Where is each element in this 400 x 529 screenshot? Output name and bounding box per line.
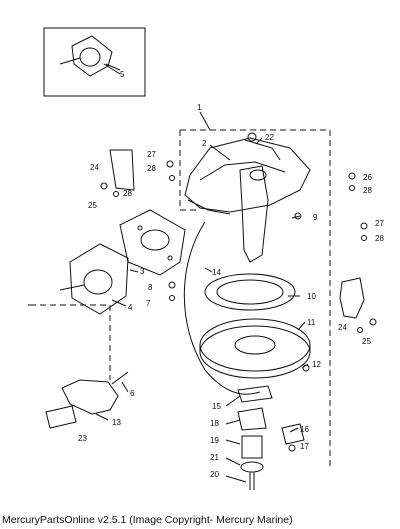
pulley-ring	[204, 273, 296, 311]
callout-1: 1	[197, 103, 202, 112]
callout-17: 17	[300, 442, 309, 451]
callout-28-right-b: 28	[375, 234, 384, 243]
callout-4: 4	[128, 303, 133, 312]
callout-15: 15	[212, 402, 221, 411]
handle-grip	[45, 405, 77, 429]
callout-9: 9	[313, 213, 318, 222]
callout-28-top: 28	[147, 164, 156, 173]
plate-16	[281, 423, 305, 445]
callout-5: 5	[120, 70, 125, 79]
hub-stack	[240, 435, 264, 490]
callout-24-left: 24	[90, 163, 99, 172]
assembly-outline	[28, 129, 331, 470]
parts-diagram: 1 2 3 4 5 6 7 8 9 10 11 12 13 14 15 16 1…	[28, 27, 384, 490]
callout-27-right: 27	[375, 219, 384, 228]
callout-3: 3	[140, 267, 145, 276]
retainer-clip	[237, 385, 273, 403]
callout-14: 14	[212, 268, 221, 277]
callout-11: 11	[307, 318, 316, 327]
callout-23: 23	[78, 434, 87, 443]
callout-26: 26	[363, 173, 372, 182]
callout-27-top: 27	[147, 150, 156, 159]
callout-7: 7	[146, 299, 151, 308]
callout-20: 20	[210, 470, 219, 479]
starter-housing	[184, 137, 311, 263]
callout-18: 18	[210, 419, 219, 428]
spring-pulley	[199, 318, 311, 379]
callout-28-left: 28	[123, 189, 132, 198]
interlock-bracket	[119, 209, 186, 276]
cover-plate	[59, 243, 129, 315]
inset-part-icon	[59, 35, 121, 77]
leader-lines	[95, 63, 309, 483]
inset-box	[43, 27, 146, 97]
callout-12: 12	[312, 360, 321, 369]
callout-19: 19	[210, 436, 219, 445]
bracket-24-left	[109, 149, 135, 191]
image-caption: MercuryPartsOnline v2.5.1 (Image Copyrig…	[2, 514, 293, 526]
starter-cable	[183, 221, 261, 395]
starter-handle	[61, 379, 119, 415]
pawl	[237, 407, 267, 431]
callout-22: 22	[265, 133, 274, 142]
callout-16: 16	[300, 425, 309, 434]
callout-6: 6	[130, 389, 135, 398]
callout-25-left: 25	[88, 201, 97, 210]
callout-13: 13	[112, 418, 121, 427]
callout-24-right: 24	[338, 323, 347, 332]
side-bracket	[339, 277, 365, 319]
fasteners	[100, 132, 377, 452]
callout-28-right-a: 28	[363, 186, 372, 195]
callout-25-right: 25	[362, 337, 371, 346]
callout-2: 2	[202, 139, 207, 148]
callout-8: 8	[148, 283, 153, 292]
callout-10: 10	[307, 292, 316, 301]
callout-21: 21	[210, 453, 219, 462]
